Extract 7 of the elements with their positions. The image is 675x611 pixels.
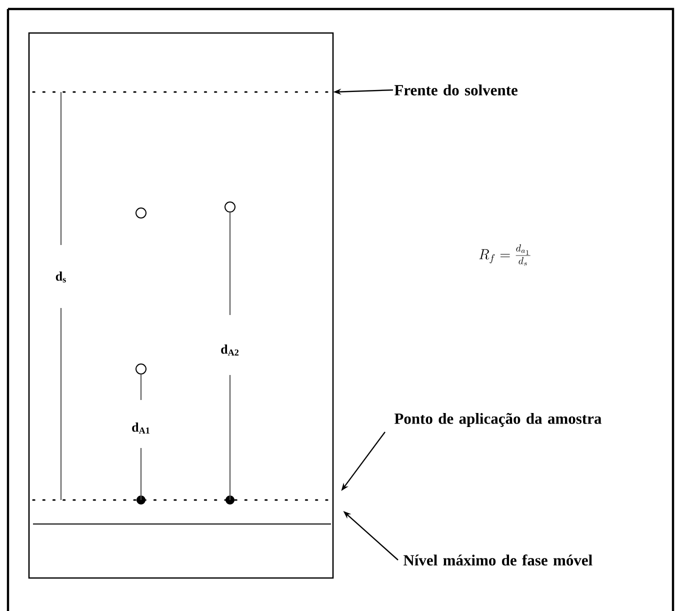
dimension-label: d$_{s}$ [56,272,66,282]
callout-text: Frente do solvente [394,84,518,96]
dimension-label: d$_{A2}$ [221,344,239,356]
callout-text: Ponto de aplicação da amostra [394,412,602,428]
callout-text: Nível máximo de fase móvel [404,554,592,566]
dimension-label: d$_{A1}$ [132,422,150,434]
formula: $R_f = \frac{d_{a_1}}{d_s}$ [479,244,530,266]
